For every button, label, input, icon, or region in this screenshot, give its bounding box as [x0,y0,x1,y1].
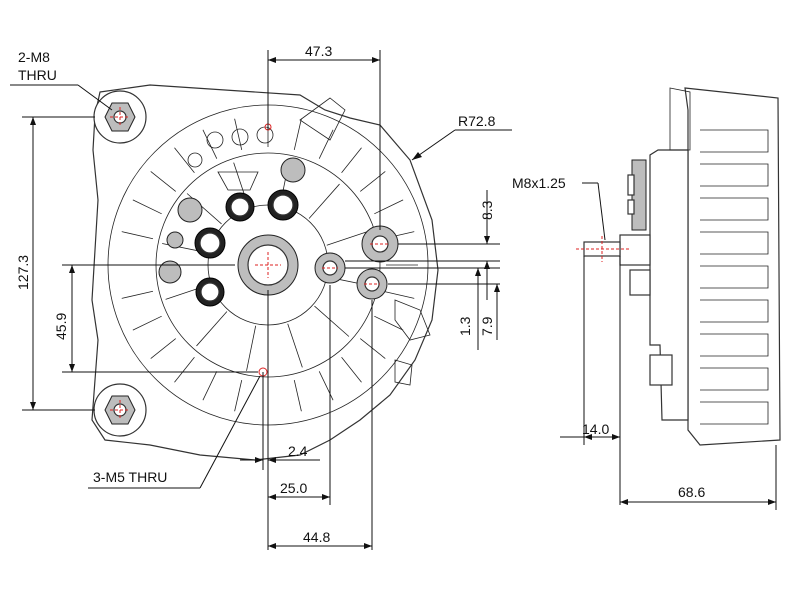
fin [374,199,404,215]
terminal-block [619,234,651,266]
fin [202,129,218,159]
side-fins [700,129,769,425]
dim-top-width: 47.3 [305,43,332,59]
bracket-top [299,97,346,141]
nut-2 [166,231,184,249]
fin [174,147,195,173]
fin [234,379,243,412]
front-view [91,84,439,461]
fin [150,171,176,192]
dim-offset-small: 8.3 [479,200,495,220]
side-fin [700,129,769,153]
label-mount-holes-2: THRU [18,67,57,83]
dim-bottom-3: 44.8 [303,529,330,545]
side-fin [700,231,769,255]
fin [121,231,154,240]
label-radius: R72.8 [458,113,496,129]
fin [360,338,386,359]
spoke [246,325,257,371]
fin [132,315,162,331]
fin [374,315,404,331]
fin [202,371,218,401]
fin [293,379,302,412]
side-fin [700,299,769,323]
nut-1 [177,197,203,223]
fin [382,290,415,299]
label-small-holes: 3-M5 THRU [93,469,167,485]
dim-bottom-2: 25.0 [280,480,307,496]
side-fin [700,163,769,187]
side-fin [700,265,769,289]
bracket-right [394,299,431,341]
fin [341,147,362,173]
spoke [196,311,228,347]
fin [121,290,154,299]
spoke [314,305,350,337]
dim-offset-2: 7.9 [479,316,495,336]
dim-height-mid: 45.9 [53,313,69,340]
side-view: M8x1.25 14.0 68.6 [512,87,781,510]
dim-offset-1: 1.3 [457,316,473,336]
side-fin [700,333,769,357]
fin [318,129,334,159]
dim-side-1: 14.0 [582,421,609,437]
spoke [326,230,371,246]
spoke [287,323,303,368]
terminal-components [158,97,431,386]
fin [318,371,334,401]
nut-4 [280,157,306,183]
fin [360,171,386,192]
fin [150,338,176,359]
label-mount-holes-1: 2-M8 [18,49,50,65]
dim-bottom-1: 2.4 [288,443,308,459]
fin [132,199,162,215]
dim-height-total: 127.3 [15,255,31,290]
side-body [684,87,781,446]
dim-side-2: 68.6 [678,484,705,500]
fin [341,357,362,383]
fin [293,118,302,151]
side-fin [700,367,769,391]
side-fin [700,197,769,221]
label-thread: M8x1.25 [512,175,566,191]
front-dimensions: 47.3 127.3 45.9 8.3 1.3 7.9 [10,43,512,550]
spoke [308,183,340,219]
fin [174,357,195,383]
nut-3 [158,260,182,284]
side-fin [700,401,769,425]
